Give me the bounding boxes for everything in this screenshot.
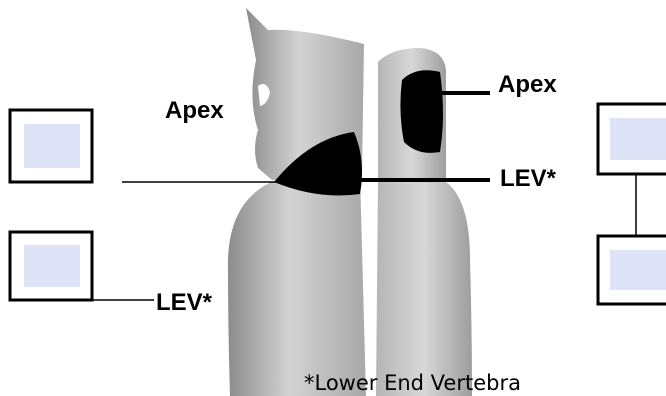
lev-right-label: LEV*	[500, 165, 557, 192]
right-figure-body	[376, 182, 472, 396]
apex-marker-right	[400, 70, 443, 153]
right-box-bottom-fill	[610, 250, 666, 290]
left-box-bottom-fill	[24, 245, 80, 287]
right-box-top-fill	[610, 118, 666, 160]
apex-right-label: Apex	[498, 71, 557, 98]
apex-left-label: Apex	[165, 97, 224, 124]
footnote: *Lower End Vertebra	[304, 371, 521, 395]
figure-gap	[366, 40, 374, 396]
lev-left-label: LEV*	[156, 289, 213, 316]
left-figure-body	[228, 175, 366, 396]
left-box-top-fill	[24, 124, 80, 168]
